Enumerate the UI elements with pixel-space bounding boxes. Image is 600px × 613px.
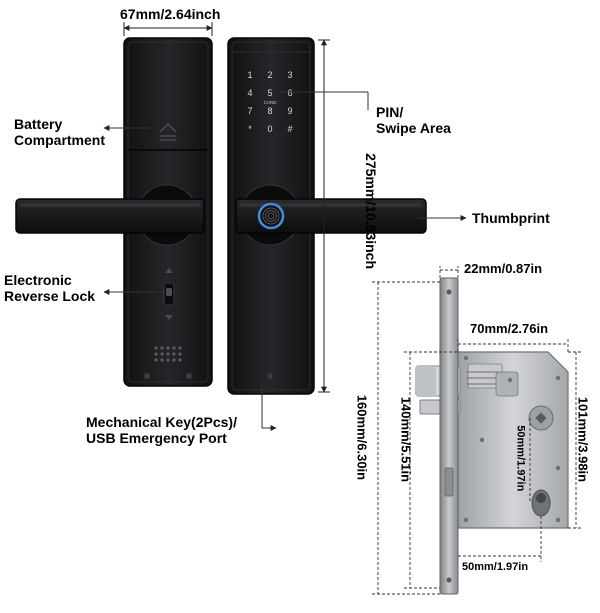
reverse-lock-switch[interactable]: [163, 282, 175, 306]
reverse-lock-arrows-icon: [165, 268, 173, 320]
screw: [144, 373, 150, 379]
body-width-label: 70mm/2.76in: [470, 321, 549, 336]
reverse-label-line1: Electronic: [4, 272, 72, 288]
reverse-lock-label: Electronic Reverse Lock: [4, 272, 95, 304]
pin-label-line2: Swipe Area: [376, 120, 451, 137]
keypad-key[interactable]: 4: [247, 88, 252, 98]
keypad-key[interactable]: 0: [267, 124, 272, 134]
screw: [186, 373, 192, 379]
keypad-key[interactable]: 6: [287, 88, 292, 98]
keypad-key[interactable]: 5: [267, 88, 272, 98]
rear-lever-handle[interactable]: [15, 198, 205, 234]
fingerprint-icon: [262, 207, 280, 225]
fingerprint-sensor[interactable]: [257, 202, 285, 230]
keypad-key[interactable]: 7: [247, 106, 252, 116]
mortise-dimension-lines: [372, 266, 582, 595]
keypad-key[interactable]: 1: [247, 70, 252, 80]
backset-vertical-label: 50mm/1.97in: [514, 425, 527, 492]
battery-cover-arrow-icon: [159, 122, 177, 141]
key-label-line2: USB Emergency Port: [86, 430, 227, 447]
mortise-lock: [415, 277, 569, 595]
body-height-label: 101mm/3.98in: [575, 396, 591, 483]
keypad-key[interactable]: 2: [267, 70, 272, 80]
reverse-label-line2: Reverse Lock: [4, 288, 96, 305]
callout-lines: [103, 91, 467, 431]
battery-label-line1: Battery: [14, 116, 63, 132]
speaker-grille: [154, 346, 182, 362]
keypad-key[interactable]: 8: [267, 106, 272, 116]
screw: [267, 373, 273, 379]
mechanical-key-label: Mechanical Key(2Pcs)/ USB Emergency Port: [86, 414, 237, 446]
keypad-key[interactable]: 9: [287, 106, 292, 116]
backset-horizontal-label: 50mm/1.97in: [462, 561, 529, 573]
front-lever-handle[interactable]: [235, 198, 427, 234]
case-height-label: 140mm/5.51in: [398, 396, 414, 483]
lock-width-label: 67mm/2.64inch: [120, 6, 221, 22]
thumbprint-label: Thumbprint: [472, 210, 550, 226]
faceplate-height-label: 160mm/6.30in: [354, 394, 370, 481]
battery-label-line2: Compartment: [14, 132, 106, 149]
keypad-key[interactable]: #: [287, 124, 292, 134]
keypad[interactable]: 1 2 3 4 5 6 7 8 9 * 0 # CARD: [247, 70, 292, 134]
keypad-key[interactable]: 3: [287, 70, 292, 80]
faceplate-width-label: 22mm/0.87in: [464, 261, 543, 276]
battery-compartment-label: Battery Compartment: [14, 116, 105, 148]
width-dimension-line: [123, 22, 213, 36]
key-label-line1: Mechanical Key(2Pcs)/: [86, 414, 237, 430]
height-dimension-line: [318, 39, 330, 393]
pin-swipe-area-label: PIN/ Swipe Area: [376, 104, 451, 136]
keypad-key[interactable]: *: [248, 124, 252, 134]
card-reader-label: CARD: [264, 100, 278, 105]
pin-label-line1: PIN/: [376, 104, 404, 120]
